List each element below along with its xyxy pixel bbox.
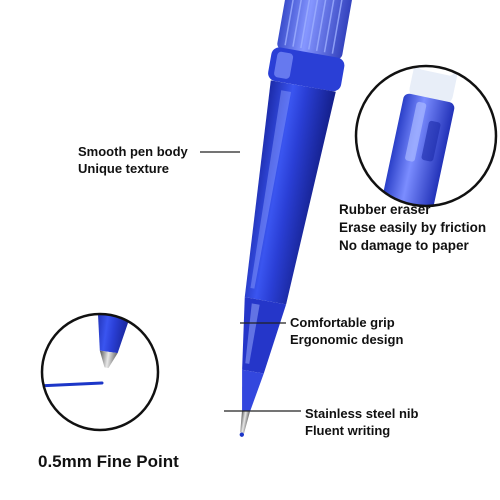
callout-nib-line2: Fluent writing <box>305 423 391 438</box>
callout-eraser-line3: No damage to paper <box>339 238 469 253</box>
callout-grip: Comfortable grip Ergonomic design <box>290 314 403 348</box>
pen-ridges <box>284 0 343 54</box>
pen-nib <box>240 410 250 434</box>
callout-nib: Stainless steel nib Fluent writing <box>305 405 418 439</box>
callout-grip-line2: Ergonomic design <box>290 332 404 347</box>
fine-point-detail-circle <box>40 312 160 432</box>
callout-body: Smooth pen body Unique texture <box>78 143 188 177</box>
callout-eraser: Rubber eraser Erase easily by friction N… <box>339 201 486 255</box>
callout-nib-line1: Stainless steel nib <box>305 406 419 421</box>
callout-eraser-line1: Rubber eraser <box>339 202 431 217</box>
ink-line <box>42 381 104 388</box>
callout-body-line1: Smooth pen body <box>78 144 188 159</box>
callout-lines <box>200 151 301 412</box>
pen-grip <box>242 297 287 374</box>
pen-barrel <box>244 80 336 305</box>
callout-eraser-line2: Erase easily by friction <box>339 220 487 235</box>
eraser-detail-circle <box>354 58 498 220</box>
fine-point-label: 0.5mm Fine Point <box>38 452 179 471</box>
callout-body-line2: Unique texture <box>78 161 170 176</box>
callout-grip-line1: Comfortable grip <box>290 315 395 330</box>
pen-tip-cone <box>242 369 264 412</box>
pen-illustration <box>239 0 353 437</box>
